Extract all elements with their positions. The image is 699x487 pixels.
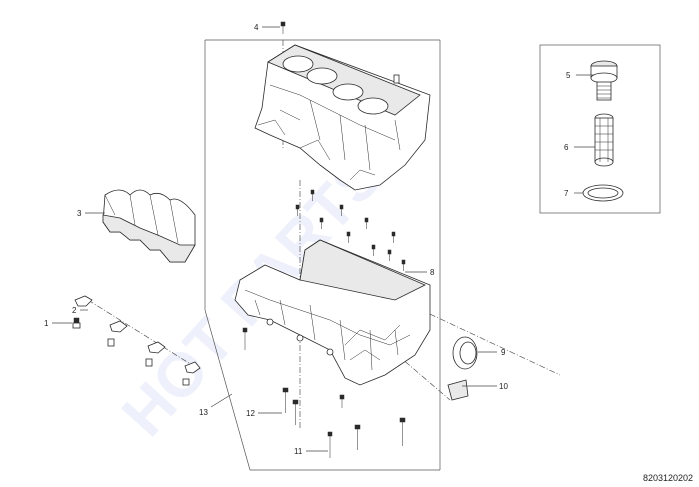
bearing-shells — [102, 189, 196, 263]
long-bolts — [242, 327, 406, 458]
leader-lines — [52, 26, 595, 452]
callout-12: 12 — [246, 409, 255, 418]
callout-2: 2 — [72, 306, 77, 315]
axis-line — [399, 299, 561, 376]
inset-frame — [539, 44, 661, 214]
bearing-cap-frame — [234, 239, 431, 386]
diagram-id: 8203120202 — [642, 473, 693, 483]
callout-3: 3 — [77, 209, 82, 218]
callout-9: 9 — [501, 348, 506, 357]
callout-13: 13 — [199, 408, 208, 417]
callouts: 4 3 2 1 5 6 7 8 9 10 12 11 13 — [44, 23, 571, 456]
callout-6: 6 — [564, 143, 569, 152]
oil-seal — [452, 336, 478, 370]
callout-1: 1 — [44, 319, 49, 328]
assembly-frame — [204, 39, 441, 471]
gasket — [582, 184, 624, 202]
callout-10: 10 — [499, 382, 508, 391]
callout-7: 7 — [564, 189, 569, 198]
main-bearing-bolts — [295, 189, 406, 271]
axis-line — [87, 299, 201, 371]
cover-plate — [447, 379, 469, 401]
callout-11: 11 — [294, 447, 303, 456]
callout-5: 5 — [566, 71, 571, 80]
oil-strainer — [594, 113, 614, 167]
cylinder-block — [254, 44, 431, 191]
drain-plug — [590, 60, 618, 101]
callout-4: 4 — [254, 23, 259, 32]
small-fittings — [72, 295, 201, 386]
callout-8: 8 — [430, 268, 435, 277]
bolt-4 — [280, 21, 286, 34]
